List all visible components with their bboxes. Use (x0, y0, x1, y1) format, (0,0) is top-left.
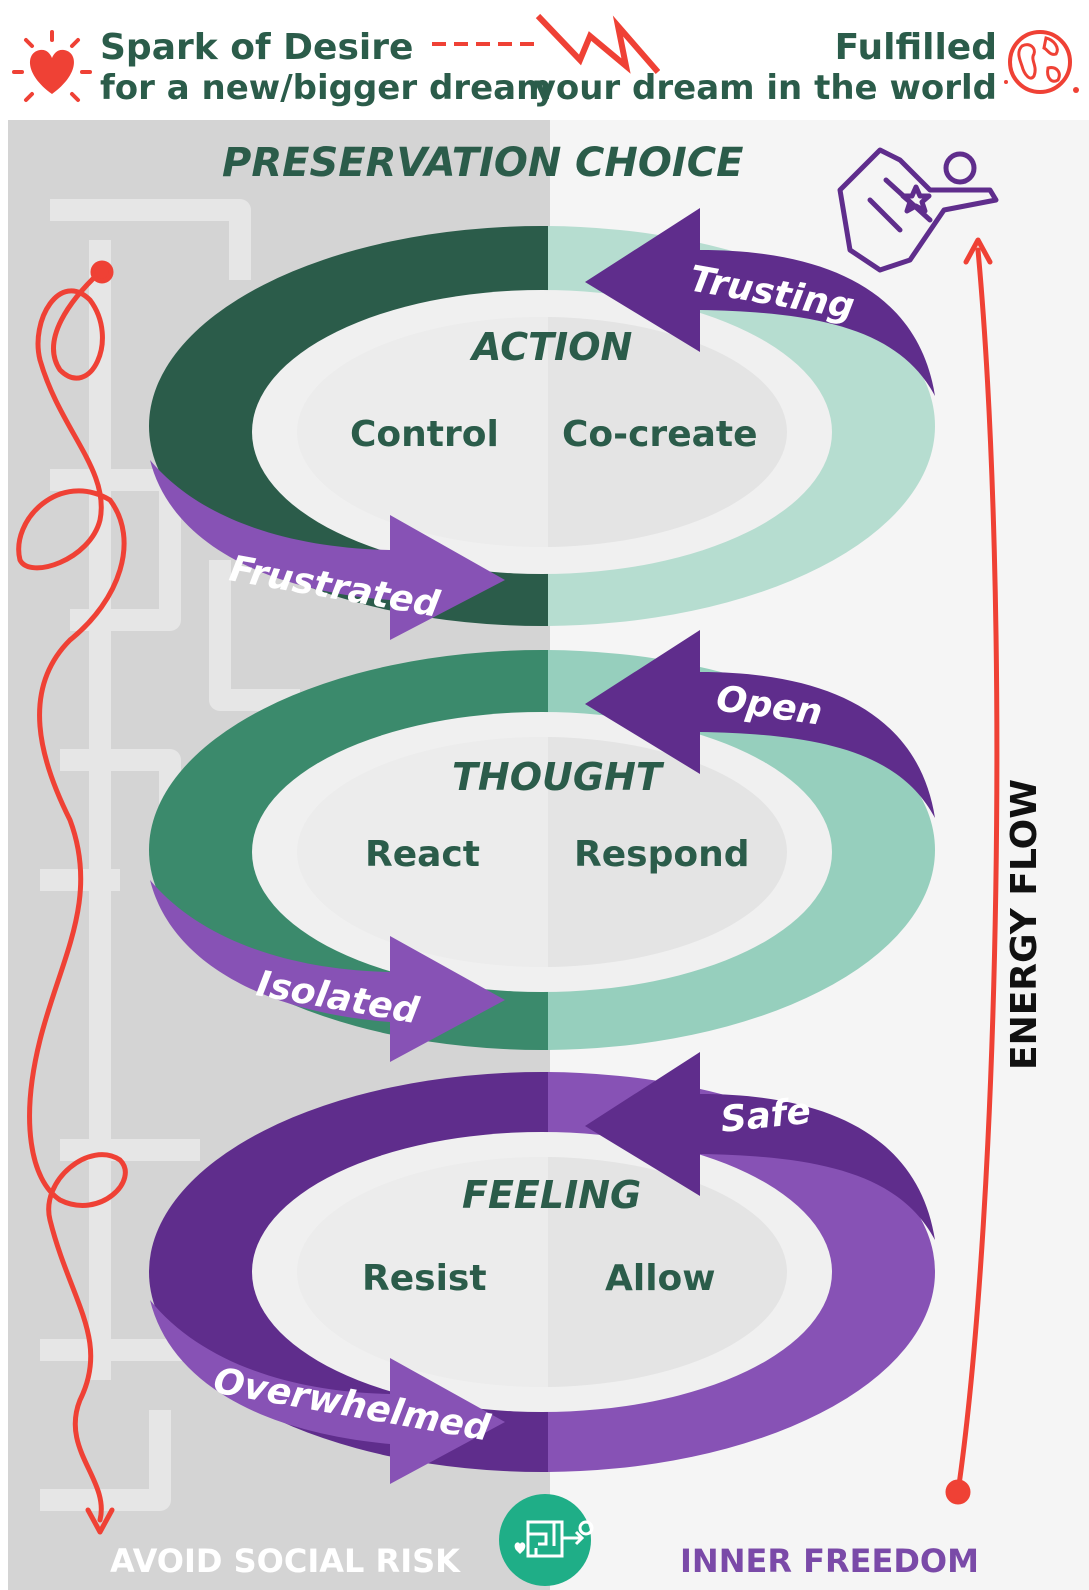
superhero-icon (837, 147, 999, 273)
feeling-right-arrow (585, 1052, 935, 1240)
energy-flow-label: ENERGY FLOW (1004, 779, 1045, 1070)
spark-title: Spark of Desire (100, 27, 414, 68)
lightning-connector (430, 10, 661, 80)
thought-right-arrow (585, 630, 935, 818)
respond-label: Respond (574, 834, 749, 875)
action-left-arrow (150, 460, 505, 640)
feeling-ring: Overwhelmed Safe FEELING Resist Allow (149, 1052, 935, 1484)
fulfilled-title: Fulfilled (834, 27, 997, 68)
tangled-path (16, 260, 128, 1535)
globe-icon (1000, 22, 1084, 106)
maze-badge-icon (499, 1494, 594, 1586)
spark-subtitle: for a new/bigger dream (100, 68, 552, 108)
heart-icon (12, 28, 92, 108)
avoid-social-risk-label: AVOID SOCIAL RISK (110, 1542, 461, 1580)
action-ring: Frustrated Trusting ACTION Control Co-cr… (149, 208, 935, 640)
co-create-label: Co-create (562, 414, 758, 455)
resist-label: Resist (362, 1258, 487, 1299)
feeling-left-arrow (150, 1300, 505, 1484)
preservation-title: PRESERVATION (222, 140, 561, 186)
feeling-title: FEELING (462, 1173, 641, 1217)
header-left-text: Spark of Desire for a new/bigger dream (100, 27, 552, 109)
react-label: React (365, 834, 480, 875)
action-right-arrow (585, 208, 935, 396)
inner-freedom-label: INNER FREEDOM (680, 1542, 979, 1580)
fulfilled-subtitle: your dream in the world (533, 68, 997, 108)
thought-ring: Isolated Open THOUGHT React Respond (149, 630, 935, 1062)
thought-title: THOUGHT (452, 755, 665, 799)
control-label: Control (350, 414, 499, 455)
safe-label: Safe (719, 1091, 813, 1141)
header-right-text: Fulfilled your dream in the world (533, 27, 997, 109)
choice-title: CHOICE (575, 140, 743, 186)
energy-flow-arrow (945, 237, 1000, 1505)
action-title: ACTION (469, 325, 632, 369)
allow-label: Allow (605, 1258, 716, 1299)
thought-left-arrow (150, 880, 505, 1062)
